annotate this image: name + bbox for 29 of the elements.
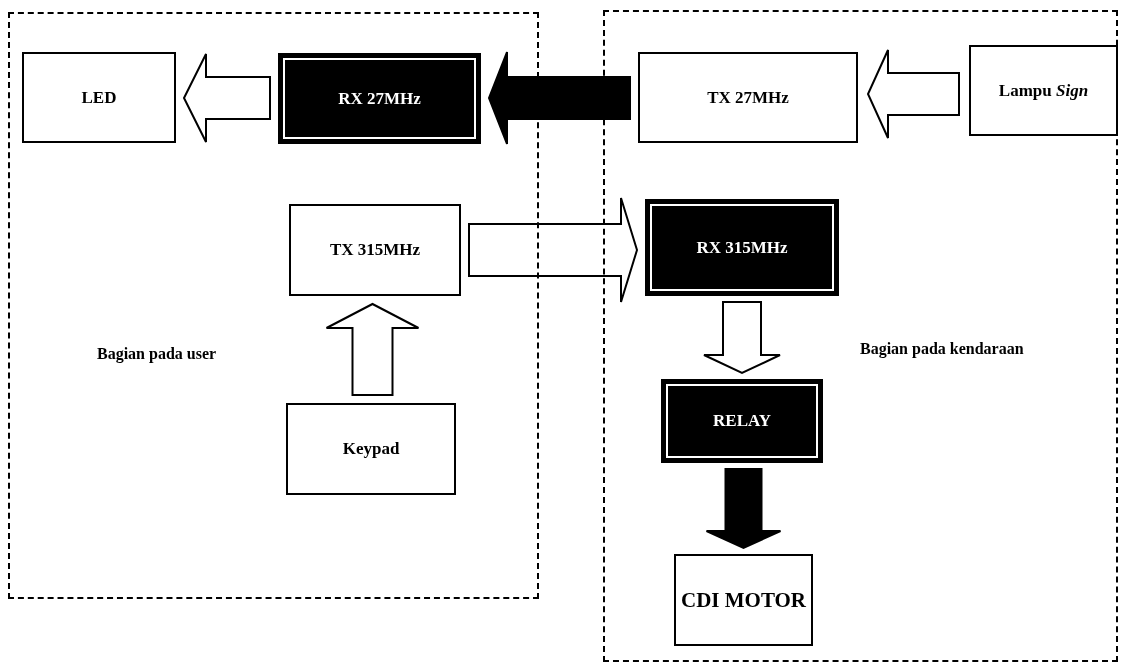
- block-arrow: [325, 302, 420, 396]
- dashed-region: [603, 10, 1118, 662]
- block-box: [638, 52, 858, 143]
- region-label: Bagian pada user: [97, 345, 217, 363]
- block-label: TX 315MHz: [329, 240, 421, 260]
- block-arrow: [468, 197, 639, 303]
- block-label: RELAY: [713, 411, 771, 431]
- block-label: TX 27MHz: [707, 87, 789, 108]
- block-arrow: [182, 53, 271, 143]
- block-box: [645, 199, 839, 296]
- block-label: Lampu Sign: [998, 80, 1089, 101]
- block-arrow: [487, 51, 631, 145]
- region-label: Bagian pada kendaraan: [860, 340, 1024, 358]
- block-arrow: [866, 49, 960, 139]
- block-label: CDI MOTOR: [680, 587, 806, 613]
- block-box: [286, 403, 456, 495]
- block-box: [289, 204, 461, 296]
- block-box: [22, 52, 176, 143]
- block-label: Keypad: [342, 439, 400, 459]
- block-label: LED: [81, 87, 117, 108]
- block-arrow: [703, 301, 781, 375]
- dashed-region: [8, 12, 539, 599]
- block-box: [661, 379, 823, 463]
- block-label: RX 315MHz: [696, 237, 788, 258]
- block-arrow: [705, 468, 782, 550]
- block-box: [278, 53, 481, 144]
- block-box: [674, 554, 813, 646]
- block-label: RX 27MHz: [338, 88, 421, 109]
- block-box: [969, 45, 1118, 136]
